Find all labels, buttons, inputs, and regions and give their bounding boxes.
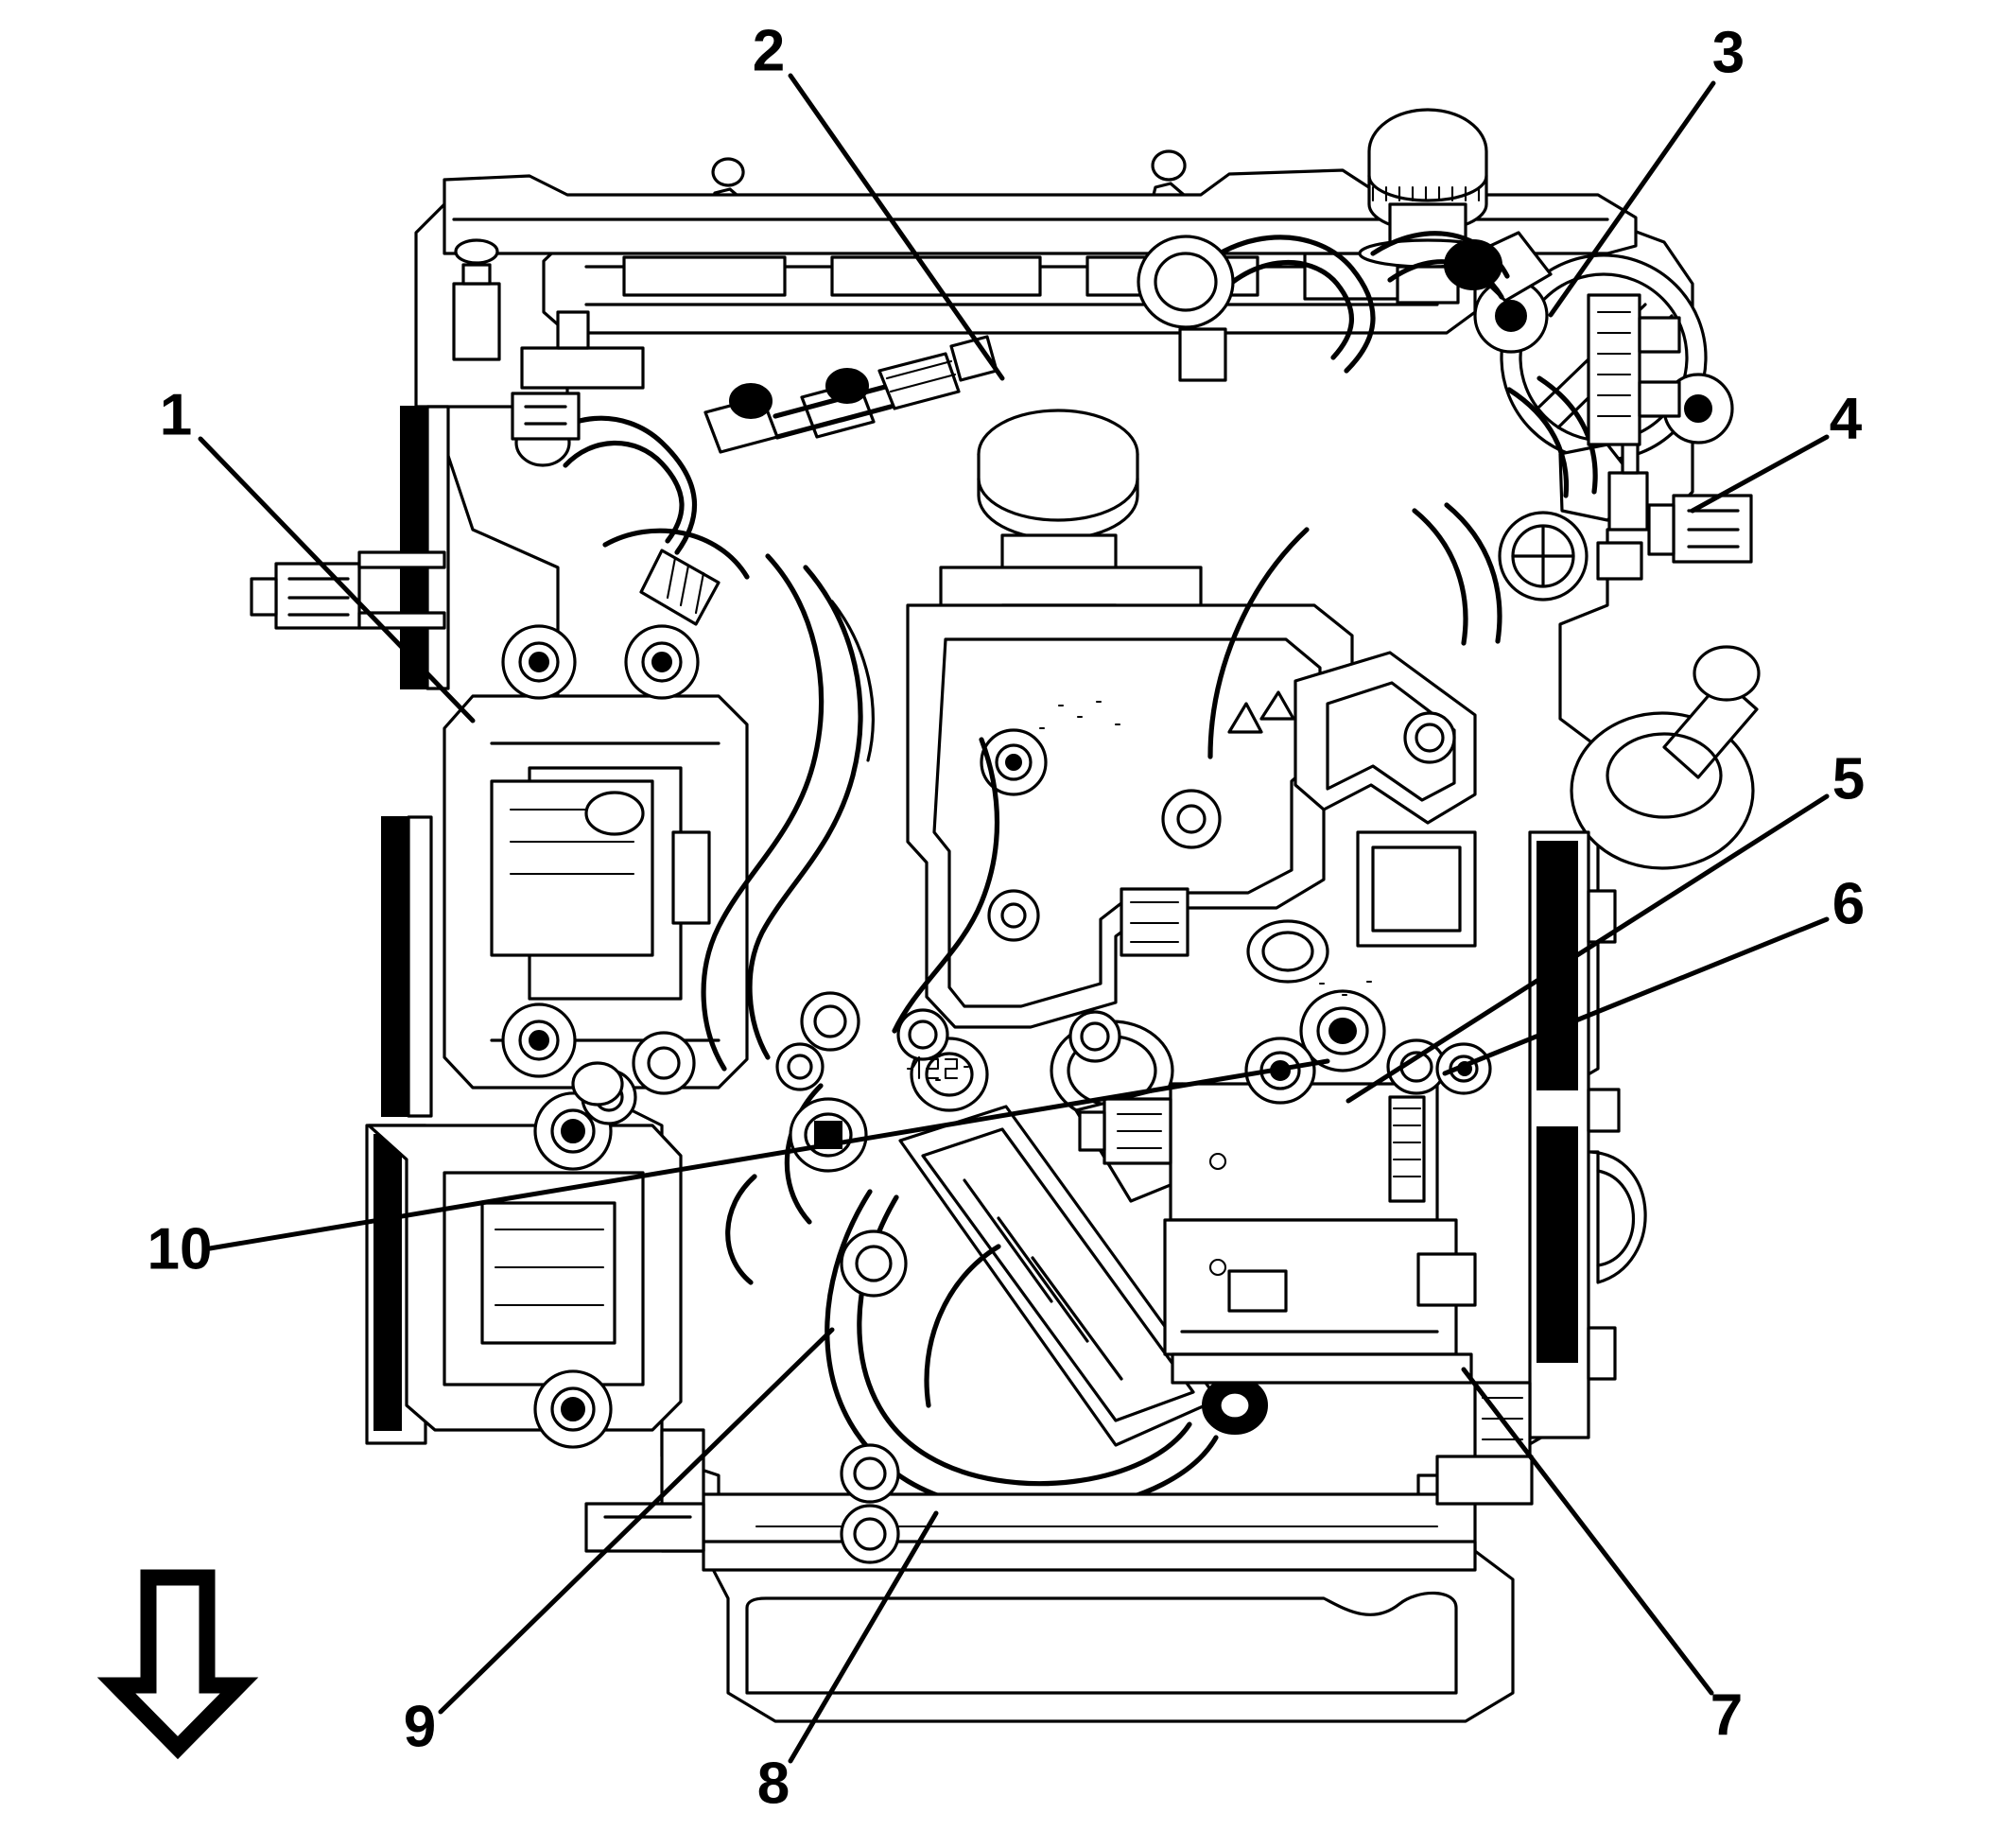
callout-leader-lines — [198, 73, 1830, 1764]
callout-numbers: 1 2 3 4 5 6 7 8 9 10 — [148, 18, 1866, 1816]
engine-mount-bracket — [1293, 651, 1477, 825]
callout-number-9[interactable]: 9 — [404, 1694, 436, 1759]
fuel-injector-connectors — [703, 335, 998, 454]
surface-texture-marks — [906, 700, 1373, 1082]
callout-number-1[interactable]: 1 — [160, 382, 192, 447]
right-outer-rail — [1587, 293, 1681, 446]
callout-number-8[interactable]: 8 — [757, 1751, 790, 1816]
mid-right-ports — [1120, 830, 1477, 984]
leader-line-8 — [788, 1510, 939, 1764]
callout-number-5[interactable]: 5 — [1832, 746, 1865, 811]
leader-line-5 — [1346, 793, 1830, 1104]
oil-fill-cap — [1358, 108, 1498, 305]
leader-line-1 — [198, 436, 476, 724]
oil-pan — [702, 1492, 1515, 1723]
callout-number-4[interactable]: 4 — [1830, 386, 1863, 451]
leader-line-2 — [788, 73, 1005, 381]
callout-number-3[interactable]: 3 — [1712, 20, 1745, 85]
coolant-outlet-elbow — [1570, 645, 1761, 870]
engine-assembly-drawing — [250, 108, 1761, 1723]
leader-line-9 — [438, 1327, 835, 1715]
casting-rib-curve — [701, 553, 1000, 1072]
leader-line-3 — [1548, 80, 1716, 318]
leader-line-6 — [1442, 916, 1830, 1076]
front-of-vehicle-arrow — [96, 1569, 259, 1760]
callout-number-10[interactable]: 10 — [148, 1216, 213, 1281]
left-seam-bolt-bosses — [501, 624, 908, 1564]
oil-filter-housing — [1078, 1082, 1477, 1385]
callout-number-6[interactable]: 6 — [1832, 871, 1865, 936]
upper-left-fittings — [452, 238, 645, 441]
lower-hose-assembly — [725, 1083, 1001, 1408]
callout-number-2[interactable]: 2 — [753, 18, 785, 83]
callout-number-7[interactable]: 7 — [1710, 1682, 1743, 1748]
leader-line-10 — [207, 1058, 1330, 1251]
casting-number-mark — [912, 1055, 959, 1080]
camshaft-cover — [906, 603, 1354, 1029]
leader-line-4 — [1690, 434, 1830, 514]
right-center-studs — [1498, 441, 1649, 601]
mid-seam-bolt-row — [571, 991, 1121, 1107]
ac-compressor-assembly — [443, 694, 749, 1090]
leader-line-7 — [1461, 1367, 1714, 1696]
vacuum-tubes — [1137, 231, 1598, 759]
alternator-block — [367, 1124, 683, 1432]
